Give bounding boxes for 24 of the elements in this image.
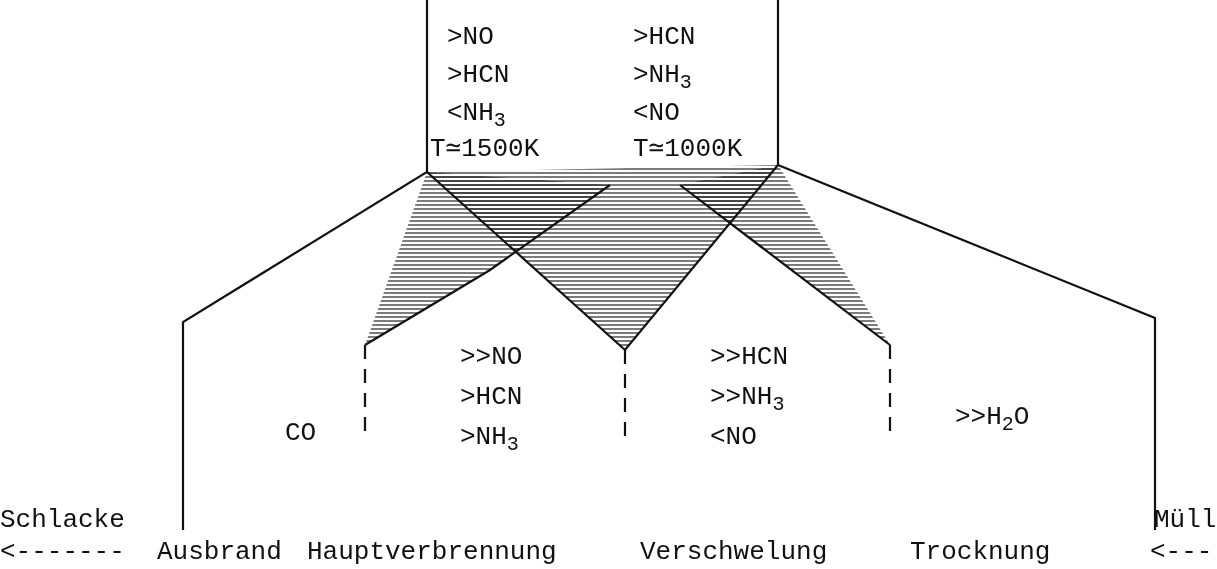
gas-label: <NH$_{3}$ [447,98,506,128]
gas-label: >>HCN [710,342,788,372]
gas-label: >HCN [447,60,510,90]
gas-label: >HCN [633,22,696,52]
direction-arrow-text: <------- [0,537,125,567]
input-label: Müll [1154,505,1217,535]
zone-label: Verschwelung [640,537,828,567]
gas-label: >>NH$_{3}$ [710,382,785,412]
gas-label: >HCN [460,382,523,412]
gas-label: <NO [710,422,757,452]
direction-arrow-text: <--- [1150,537,1213,567]
gas-label: >NO [447,22,494,52]
temperature-label: T≃1000K [633,134,743,164]
gas-label: >NH$_{3}$ [633,60,692,90]
gas-label: <NO [633,98,680,128]
gas-label: CO [285,418,317,448]
gas-label: >>NO [460,342,523,372]
gas-label: >NH$_{3}$ [460,422,519,452]
output-label: Schlacke [0,505,125,535]
zone-label: Hauptverbrennung [307,537,557,567]
zone-label: Trocknung [910,537,1051,567]
gas-label: >>H$_{2}$O [955,402,1030,432]
zone-label: Ausbrand [157,537,282,567]
temperature-label: T≃1500K [430,134,540,164]
